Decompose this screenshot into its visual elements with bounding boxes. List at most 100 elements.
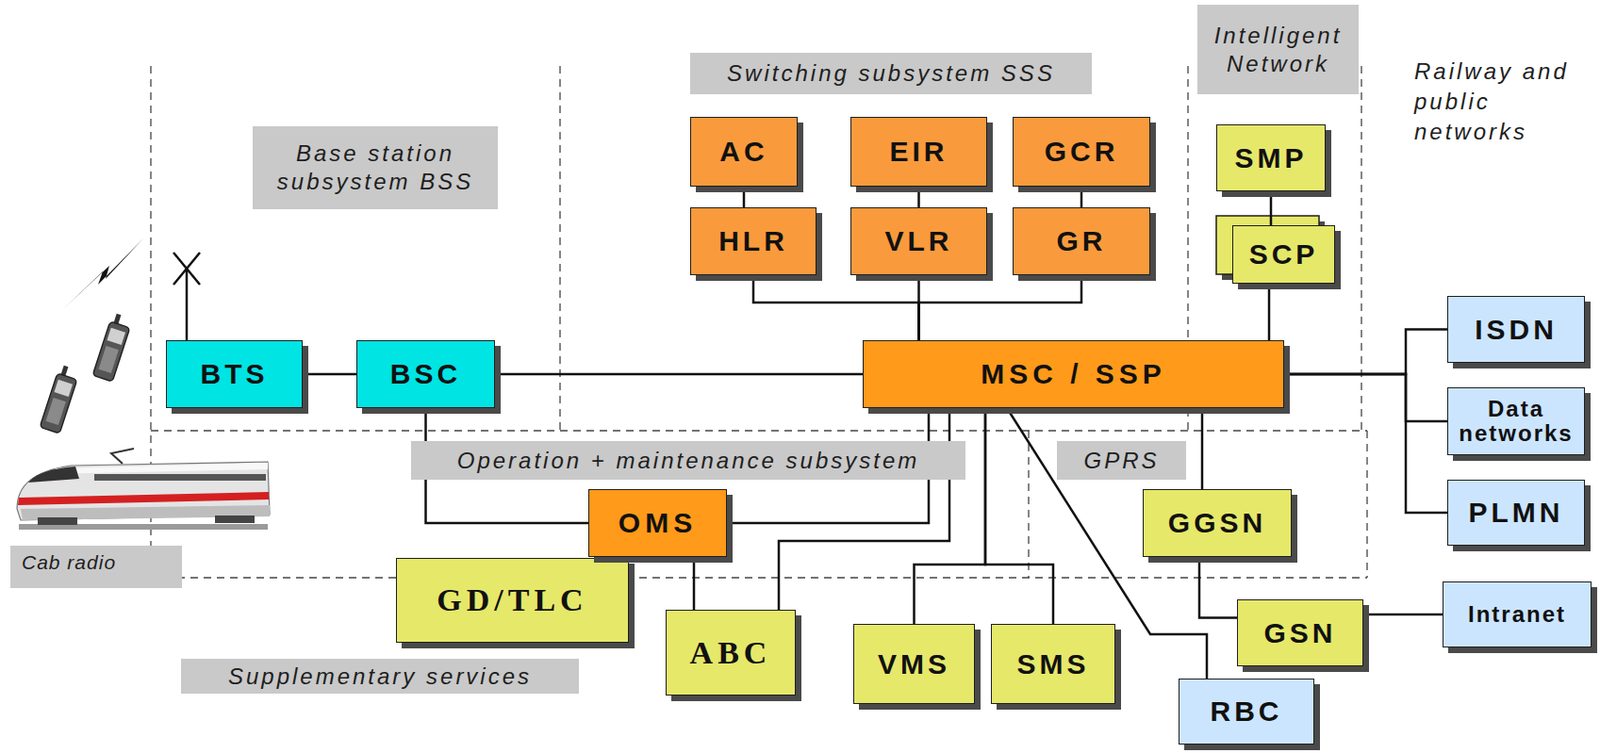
train-roof <box>47 462 268 475</box>
network-box: RBC <box>1178 678 1315 745</box>
network-link <box>1363 613 1443 617</box>
box-label: Data networks <box>1455 396 1577 446</box>
box-label: Cab radio <box>21 551 116 575</box>
radio-box: BTS <box>165 340 303 409</box>
train-stripe <box>17 492 269 506</box>
box-label: GCR <box>1044 136 1120 167</box>
network-link <box>1080 186 1084 208</box>
network-box: Intranet <box>1442 581 1592 648</box>
network-link <box>1284 374 1448 513</box>
region-divider <box>150 65 1368 578</box>
database-box: GR <box>1012 207 1151 276</box>
box-label: GGSN <box>1168 508 1267 539</box>
service-box: GD/TLC <box>395 558 629 644</box>
box-label: Base station subsystem BSS <box>260 139 491 197</box>
box-label: GPRS <box>1083 446 1159 476</box>
service-box: SMP <box>1216 124 1326 192</box>
box-label: Supplementary services <box>228 662 532 692</box>
box-label: RBC <box>1210 696 1284 727</box>
database-box: AC <box>690 116 798 187</box>
service-box: GSN <box>1237 599 1364 667</box>
region-divider <box>1366 430 1368 578</box>
box-label: GSN <box>1263 618 1337 649</box>
switch-box: MSC / SSP <box>862 340 1285 409</box>
box-label: SCP <box>1249 239 1320 270</box>
train-illustration <box>16 448 270 530</box>
region-divider <box>1360 65 1362 431</box>
box-label: Intranet <box>1468 602 1567 627</box>
service-box: SMS <box>990 624 1116 705</box>
network-link <box>919 275 1083 341</box>
phone-keypad <box>46 397 66 426</box>
region-label: Operation + maintenance subsystem <box>411 441 966 480</box>
box-label: SMS <box>1016 649 1089 680</box>
database-box: VLR <box>850 207 988 276</box>
box-label: EIR <box>889 136 948 167</box>
train-body <box>16 461 270 521</box>
phone-keypad <box>98 346 119 374</box>
radio-box: BSC <box>356 340 495 409</box>
antenna-mast <box>185 268 189 341</box>
box-label: MSC / SSP <box>980 359 1167 390</box>
region-caption: Railway and public networks <box>1414 56 1594 148</box>
box-label: VMS <box>877 649 951 680</box>
region-label: Base station subsystem BSS <box>252 126 498 210</box>
region-divider <box>150 577 1368 578</box>
train-bogie <box>37 517 78 526</box>
box-label: GD/TLC <box>436 585 588 616</box>
phone-screen <box>106 328 126 346</box>
box-label: Switching subsystem SSS <box>726 59 1056 88</box>
antenna-element <box>173 252 200 285</box>
box-label: BSC <box>390 359 462 390</box>
region-divider <box>1027 430 1029 578</box>
pantograph <box>111 448 134 464</box>
handheld-phone <box>39 364 81 434</box>
network-link <box>742 186 746 208</box>
box-label: BTS <box>200 359 269 390</box>
service-box: GGSN <box>1142 489 1292 558</box>
train-bogie <box>214 515 255 524</box>
maintenance-box: OMS <box>588 489 727 558</box>
network-link <box>753 275 920 341</box>
service-box: SCP <box>1232 225 1336 284</box>
handheld-phone <box>92 313 133 382</box>
phone-body <box>39 373 77 434</box>
network-link <box>1199 557 1238 619</box>
box-label: Intelligent Network <box>1204 21 1352 79</box>
box-label: GR <box>1056 226 1107 257</box>
train-windshield <box>28 466 80 483</box>
box-label: ABC <box>690 638 773 669</box>
network-link <box>778 408 950 611</box>
box-label: OMS <box>618 508 697 539</box>
region-label: Cab radio <box>10 545 182 589</box>
network-link <box>1268 283 1271 341</box>
phone-body <box>92 321 130 382</box>
region-label: Switching subsystem SSS <box>690 52 1092 95</box>
box-label: ISDN <box>1474 314 1558 346</box>
box-label: Operation + maintenance subsystem <box>457 446 921 476</box>
box-label: SMP <box>1234 143 1307 174</box>
region-label: GPRS <box>1056 441 1187 480</box>
box-label: VLR <box>885 226 954 257</box>
network-link <box>1270 191 1273 226</box>
antenna-symbol <box>173 252 200 341</box>
train-windows <box>94 474 266 481</box>
box-label: HLR <box>718 226 789 257</box>
phone-screen <box>53 379 73 397</box>
region-label: Intelligent Network <box>1197 4 1359 95</box>
network-link <box>692 557 696 611</box>
service-box: ABC <box>665 610 796 696</box>
database-box: GCR <box>1012 116 1151 187</box>
box-label: AC <box>719 136 768 167</box>
database-box: HLR <box>690 207 817 276</box>
box-label: PLMN <box>1468 497 1565 528</box>
network-box: ISDN <box>1447 296 1585 363</box>
network-box: PLMN <box>1447 479 1585 546</box>
network-link <box>1284 374 1448 422</box>
radio-lightning <box>63 238 144 310</box>
network-link <box>1284 329 1448 376</box>
network-link <box>917 186 921 208</box>
service-box: VMS <box>853 624 975 705</box>
region-label: Supplementary services <box>181 659 579 694</box>
network-link <box>494 373 863 377</box>
